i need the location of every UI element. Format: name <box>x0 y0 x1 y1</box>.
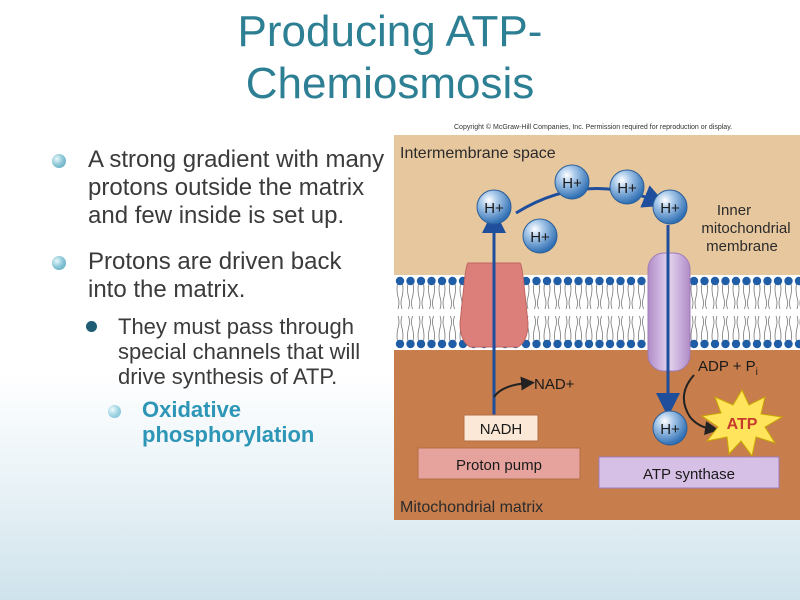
atp-label: ATP <box>727 416 758 433</box>
bullet-text: Protons are driven back into the matrix. <box>88 248 342 303</box>
nad-label: NAD+ <box>534 376 575 393</box>
svg-text:H+: H+ <box>660 200 680 217</box>
nadh-label: NADH <box>480 421 523 438</box>
nad-arrow <box>493 376 535 398</box>
nadh-box <box>463 414 539 442</box>
sub-sub-bullet-icon <box>108 405 121 418</box>
title-line-1: Producing ATP- <box>237 7 543 56</box>
atp-star <box>700 388 784 458</box>
sub-bullet-icon <box>86 321 97 332</box>
bullet-item: A strong gradient with many protons outs… <box>40 146 385 230</box>
matrix-label: Mitochondrial matrix <box>400 499 543 516</box>
membrane-label-1: Inner <box>717 202 751 219</box>
proton-ball: H+ <box>652 410 688 446</box>
proton-ball: H+ <box>522 218 558 254</box>
proton-ball: H+ <box>652 189 688 225</box>
figure-copyright: Copyright © McGraw-Hill Companies, Inc. … <box>454 124 733 131</box>
intermembrane-region <box>394 135 800 275</box>
proton-ball: H+ <box>609 169 645 205</box>
proton-pump-box <box>417 447 581 480</box>
bullet-icon <box>52 154 66 168</box>
chemiosmosis-figure: Intermembrane space Inner mitochondrial … <box>394 135 800 520</box>
proton-ball: H+ <box>476 189 512 225</box>
sub-bullet-text: They must pass through special channels … <box>118 314 361 389</box>
svg-text:H+: H+ <box>617 180 637 197</box>
sub-sub-bullet-item: Oxidative phosphorylation <box>40 397 385 447</box>
svg-text:H+: H+ <box>484 200 504 217</box>
adp-arrow <box>683 374 719 435</box>
membrane-label-2: mitochondrial <box>701 220 790 237</box>
slide-title: Producing ATP- Chemiosmosis <box>150 6 630 110</box>
atp-synthase-label: ATP synthase <box>643 466 735 483</box>
adp-label: ADP + Pi <box>698 358 758 378</box>
bullet-text: A strong gradient with many protons outs… <box>88 146 385 229</box>
sub-sub-bullet-text: Oxidative phosphorylation <box>142 397 315 447</box>
proton-pump-label: Proton pump <box>456 457 542 474</box>
bullet-icon <box>52 256 66 270</box>
svg-text:H+: H+ <box>660 421 680 438</box>
chemiosmosis-diagram: Intermembrane space Inner mitochondrial … <box>394 135 800 520</box>
sub-bullet-item: They must pass through special channels … <box>40 314 385 389</box>
title-line-2: Chemiosmosis <box>245 59 535 108</box>
intermembrane-label: Intermembrane space <box>400 145 556 162</box>
svg-text:H+: H+ <box>562 175 582 192</box>
bullet-list: A strong gradient with many protons outs… <box>40 146 385 447</box>
atp-synthase-box <box>598 456 780 489</box>
proton-ball: H+ <box>554 164 590 200</box>
membrane-label-3: membrane <box>706 238 778 255</box>
lipid-bilayer <box>395 276 800 349</box>
bullet-item: Protons are driven back into the matrix. <box>40 248 385 304</box>
svg-text:H+: H+ <box>530 229 550 246</box>
